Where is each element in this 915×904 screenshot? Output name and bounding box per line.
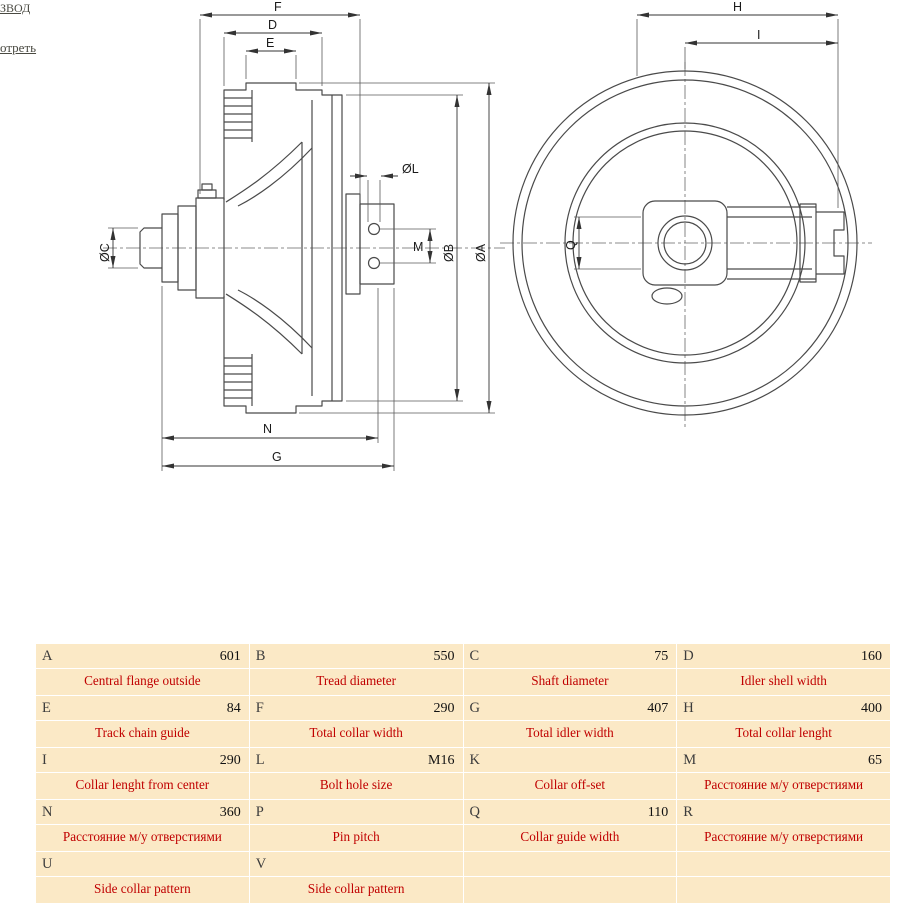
dim-description <box>464 877 677 903</box>
dim-label-e: E <box>266 36 274 50</box>
dim-description: Расстояние м/у отверстиями <box>62 829 222 844</box>
dim-letter: K <box>469 752 480 768</box>
dim-description: Tread diameter <box>316 673 396 688</box>
dim-value: M16 <box>428 752 455 768</box>
dim-letter: G <box>469 700 480 716</box>
dim-letter: L <box>255 752 265 768</box>
dim-cell-u: U Side collar pattern <box>35 851 250 904</box>
dim-description: Total collar lenght <box>735 725 832 740</box>
dim-cell-n: N 360 Расстояние м/у отверстиями <box>35 799 250 852</box>
dim-letter: R <box>683 804 693 820</box>
table-row: I 290 Collar lenght from center L M16 Bolt… <box>35 747 891 800</box>
dim-description: Bolt hole size <box>319 777 393 792</box>
empty-cell <box>676 851 891 904</box>
dim-description: Idler shell width <box>740 673 827 688</box>
dim-description: Track chain guide <box>95 725 190 740</box>
dim-description: Total idler width <box>526 725 614 740</box>
dim-description: Central flange outside <box>84 673 201 688</box>
dim-letter: Q <box>469 804 480 820</box>
dim-cell-i: I 290 Collar lenght from center <box>35 747 250 800</box>
dim-value: 360 <box>219 804 241 820</box>
dim-value: 400 <box>861 700 882 716</box>
dim-letter: D <box>683 648 694 664</box>
dim-description: Side collar pattern <box>94 881 191 896</box>
dim-cell-e: E 84 Track chain guide <box>35 695 250 748</box>
dim-label-g: G <box>272 450 282 464</box>
table-row: E 84 Track chain guide F 290 Total collar … <box>35 695 891 748</box>
dim-cell-c: C 75 Shaft diameter <box>462 643 678 696</box>
dim-description: Collar off-set <box>534 777 606 792</box>
dim-cell-g: G 407 Total idler width <box>462 695 678 748</box>
cross-section-view: F D E ØC ØL M ØB ØA <box>98 0 505 471</box>
dim-cell-a: A 601 Central flange outside <box>35 643 250 696</box>
front-view: H I Q <box>500 0 872 430</box>
dim-label-c: ØC <box>98 243 112 262</box>
dim-cell-l: L M16 Bolt hole size <box>248 747 464 800</box>
dim-value: 407 <box>647 700 669 716</box>
dim-label-m: M <box>413 240 423 254</box>
dim-letter: F <box>255 700 264 716</box>
dim-cell-k: K Collar off-set <box>462 747 678 800</box>
dim-letter: C <box>469 648 480 664</box>
top-left-link-1[interactable]: ЗВОД <box>0 1 31 15</box>
table-row: N 360 Расстояние м/у отверстиями P Pin pi… <box>35 799 891 852</box>
dim-description: Shaft diameter <box>531 673 609 688</box>
dim-cell-p: P Pin pitch <box>248 799 464 852</box>
dim-description: Side collar pattern <box>307 881 405 896</box>
dim-description: Pin pitch <box>332 829 380 844</box>
dim-cell-q: Q 110 Collar guide width <box>462 799 678 852</box>
dim-label-f: F <box>274 0 282 14</box>
dimensions-table: A 601 Central flange outside B 550 Tread d… <box>35 643 891 904</box>
dim-letter: B <box>255 648 266 664</box>
dim-letter: H <box>683 700 694 716</box>
dim-value: 290 <box>433 700 455 716</box>
dim-cell-m: M 65 Расстояние м/у отверстиями <box>676 747 891 800</box>
dim-letter: M <box>683 752 697 768</box>
dim-label-b: ØB <box>442 244 456 262</box>
dim-value: 601 <box>219 648 241 664</box>
empty-cell <box>462 851 678 904</box>
dim-cell-f: F 290 Total collar width <box>248 695 464 748</box>
dim-letter: V <box>255 856 267 872</box>
table-row: U Side collar pattern V Side collar patt… <box>35 851 891 904</box>
dim-cell-h: H 400 Total collar lenght <box>676 695 891 748</box>
dim-letter: E <box>42 700 51 716</box>
dim-label-l: ØL <box>402 162 419 176</box>
dim-label-h: H <box>733 0 742 14</box>
dim-label-a: ØA <box>474 243 488 262</box>
top-left-link-2[interactable]: отреть <box>0 40 37 55</box>
dim-letter: A <box>42 648 53 664</box>
dim-letter: N <box>42 804 53 820</box>
table-row: A 601 Central flange outside B 550 Tread d… <box>35 643 891 696</box>
dim-value: 160 <box>861 648 882 664</box>
dim-value: 84 <box>226 700 241 716</box>
dim-label-d: D <box>268 18 277 32</box>
dim-value: 75 <box>654 648 669 664</box>
dim-cell-d: D 160 Idler shell width <box>676 643 891 696</box>
dim-cell-r: R Расстояние м/у отверстиями <box>676 799 891 852</box>
dim-label-q: Q <box>564 240 578 250</box>
dim-label-n: N <box>263 422 272 436</box>
dim-value: 65 <box>868 752 882 768</box>
dim-description: Total collar width <box>309 725 403 740</box>
dim-description: Collar lenght from center <box>75 777 210 792</box>
dim-letter: I <box>42 752 47 768</box>
dim-description: Расстояние м/у отверстиями <box>704 777 864 792</box>
dim-letter: P <box>255 804 264 820</box>
dim-description: Collar guide width <box>520 829 620 844</box>
dim-value: 550 <box>433 648 455 664</box>
dim-cell-v: V Side collar pattern <box>248 851 464 904</box>
dim-label-i: I <box>757 28 760 42</box>
dim-letter: U <box>42 856 53 872</box>
dim-description: Расстояние м/у отверстиями <box>704 829 864 844</box>
dim-value: 290 <box>219 752 241 768</box>
dim-value: 110 <box>647 804 669 820</box>
dim-description <box>677 877 890 903</box>
technical-drawing: F D E ØC ØL M ØB ØA <box>98 0 872 471</box>
dim-cell-b: B 550 Tread diameter <box>248 643 464 696</box>
